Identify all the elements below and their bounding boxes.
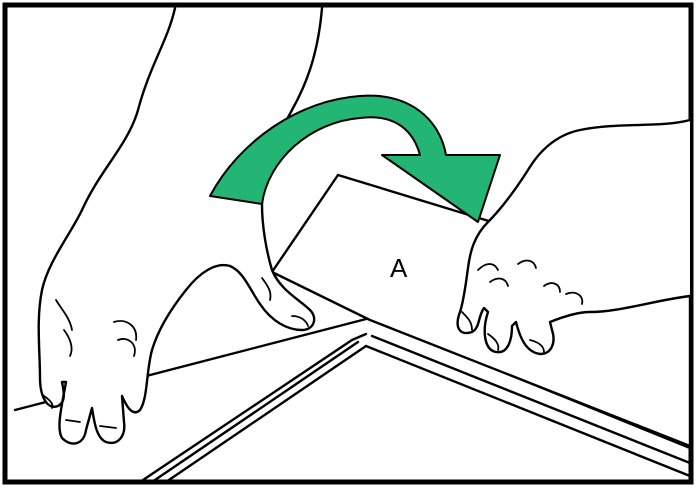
panel-label: A xyxy=(390,253,408,283)
